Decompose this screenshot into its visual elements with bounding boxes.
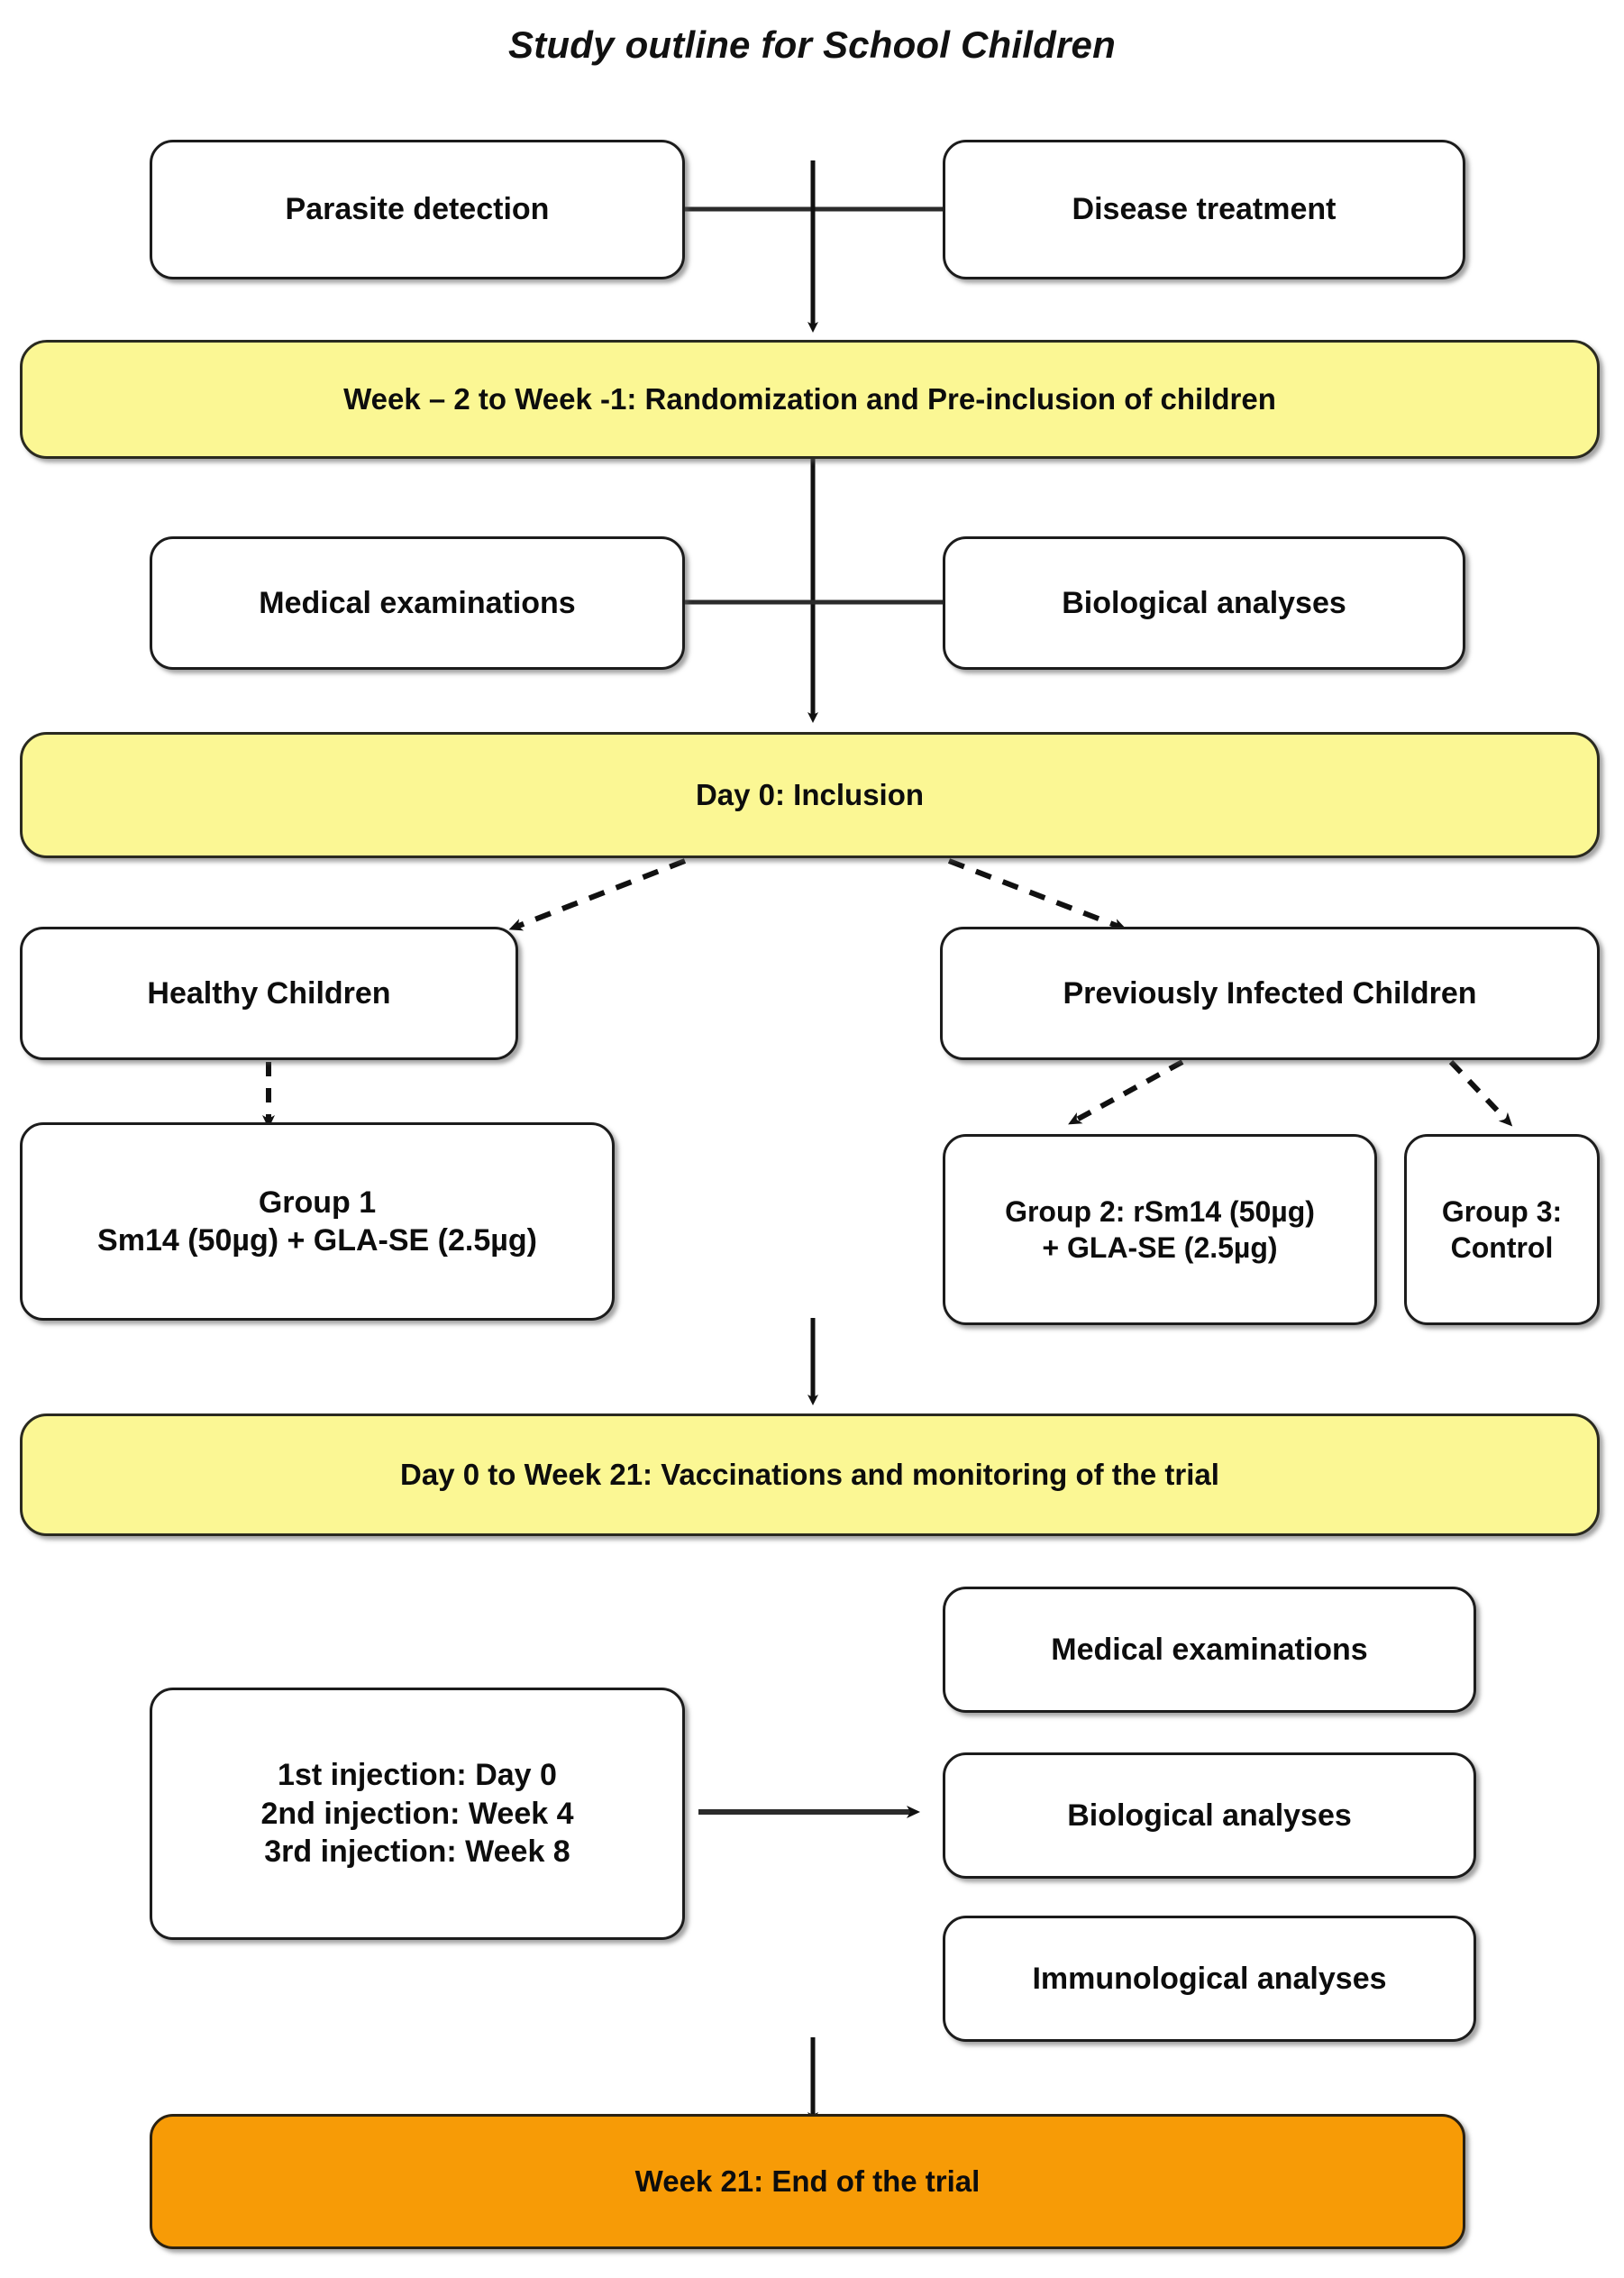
node-label: Week 21: End of the trial bbox=[634, 2164, 981, 2199]
node-label: Healthy Children bbox=[147, 975, 391, 1011]
node-immunological-analyses[interactable]: Immunological analyses bbox=[943, 1916, 1476, 2042]
node-inclusion-stage[interactable]: Day 0: Inclusion bbox=[20, 732, 1600, 858]
node-biological-analyses-bottom[interactable]: Biological analyses bbox=[943, 1752, 1476, 1879]
edge-inclusion-to-infected bbox=[947, 858, 1127, 931]
node-label: Group 3: Control bbox=[1441, 1195, 1563, 1264]
node-label: Medical examinations bbox=[1051, 1632, 1368, 1667]
node-label: Week – 2 to Week -1: Randomization and P… bbox=[343, 382, 1276, 416]
node-label: 1st injection: Day 0 2nd injection: Week… bbox=[260, 1758, 574, 1870]
node-group-2[interactable]: Group 2: rSm14 (50µg) + GLA-SE (2.5µg) bbox=[943, 1134, 1377, 1325]
node-medical-examinations-top[interactable]: Medical examinations bbox=[150, 536, 685, 670]
node-label: Immunological analyses bbox=[1032, 1961, 1387, 1996]
node-previously-infected-children[interactable]: Previously Infected Children bbox=[940, 927, 1600, 1060]
node-group-3[interactable]: Group 3: Control bbox=[1404, 1134, 1600, 1325]
node-vaccinations-stage[interactable]: Day 0 to Week 21: Vaccinations and monit… bbox=[20, 1413, 1600, 1536]
node-label: Biological analyses bbox=[1067, 1798, 1352, 1833]
node-label: Previously Infected Children bbox=[1063, 975, 1477, 1011]
node-label: Biological analyses bbox=[1062, 585, 1346, 620]
node-label: Group 1 Sm14 (50µg) + GLA-SE (2.5µg) bbox=[97, 1185, 537, 1258]
edge-infected-to-group2 bbox=[1068, 1059, 1184, 1125]
edge-infected-to-group3 bbox=[1448, 1059, 1513, 1127]
edge-inclusion-to-healthy bbox=[508, 858, 687, 931]
node-biological-analyses-top[interactable]: Biological analyses bbox=[943, 536, 1465, 670]
node-label: Medical examinations bbox=[259, 585, 576, 620]
node-disease-treatment[interactable]: Disease treatment bbox=[943, 140, 1465, 279]
node-medical-examinations-bottom[interactable]: Medical examinations bbox=[943, 1587, 1476, 1713]
node-group-1[interactable]: Group 1 Sm14 (50µg) + GLA-SE (2.5µg) bbox=[20, 1122, 615, 1321]
page-title: Study outline for School Children bbox=[508, 23, 1116, 66]
node-label: Disease treatment bbox=[1072, 192, 1337, 227]
node-end-of-trial[interactable]: Week 21: End of the trial bbox=[150, 2114, 1465, 2249]
node-label: Parasite detection bbox=[285, 192, 550, 227]
node-healthy-children[interactable]: Healthy Children bbox=[20, 927, 518, 1060]
node-parasite-detection[interactable]: Parasite detection bbox=[150, 140, 685, 279]
node-label: Group 2: rSm14 (50µg) + GLA-SE (2.5µg) bbox=[1005, 1195, 1315, 1264]
node-label: Day 0 to Week 21: Vaccinations and monit… bbox=[400, 1458, 1219, 1492]
node-randomization-stage[interactable]: Week – 2 to Week -1: Randomization and P… bbox=[20, 340, 1600, 459]
node-label: Day 0: Inclusion bbox=[695, 778, 925, 812]
node-injection-schedule[interactable]: 1st injection: Day 0 2nd injection: Week… bbox=[150, 1688, 685, 1940]
